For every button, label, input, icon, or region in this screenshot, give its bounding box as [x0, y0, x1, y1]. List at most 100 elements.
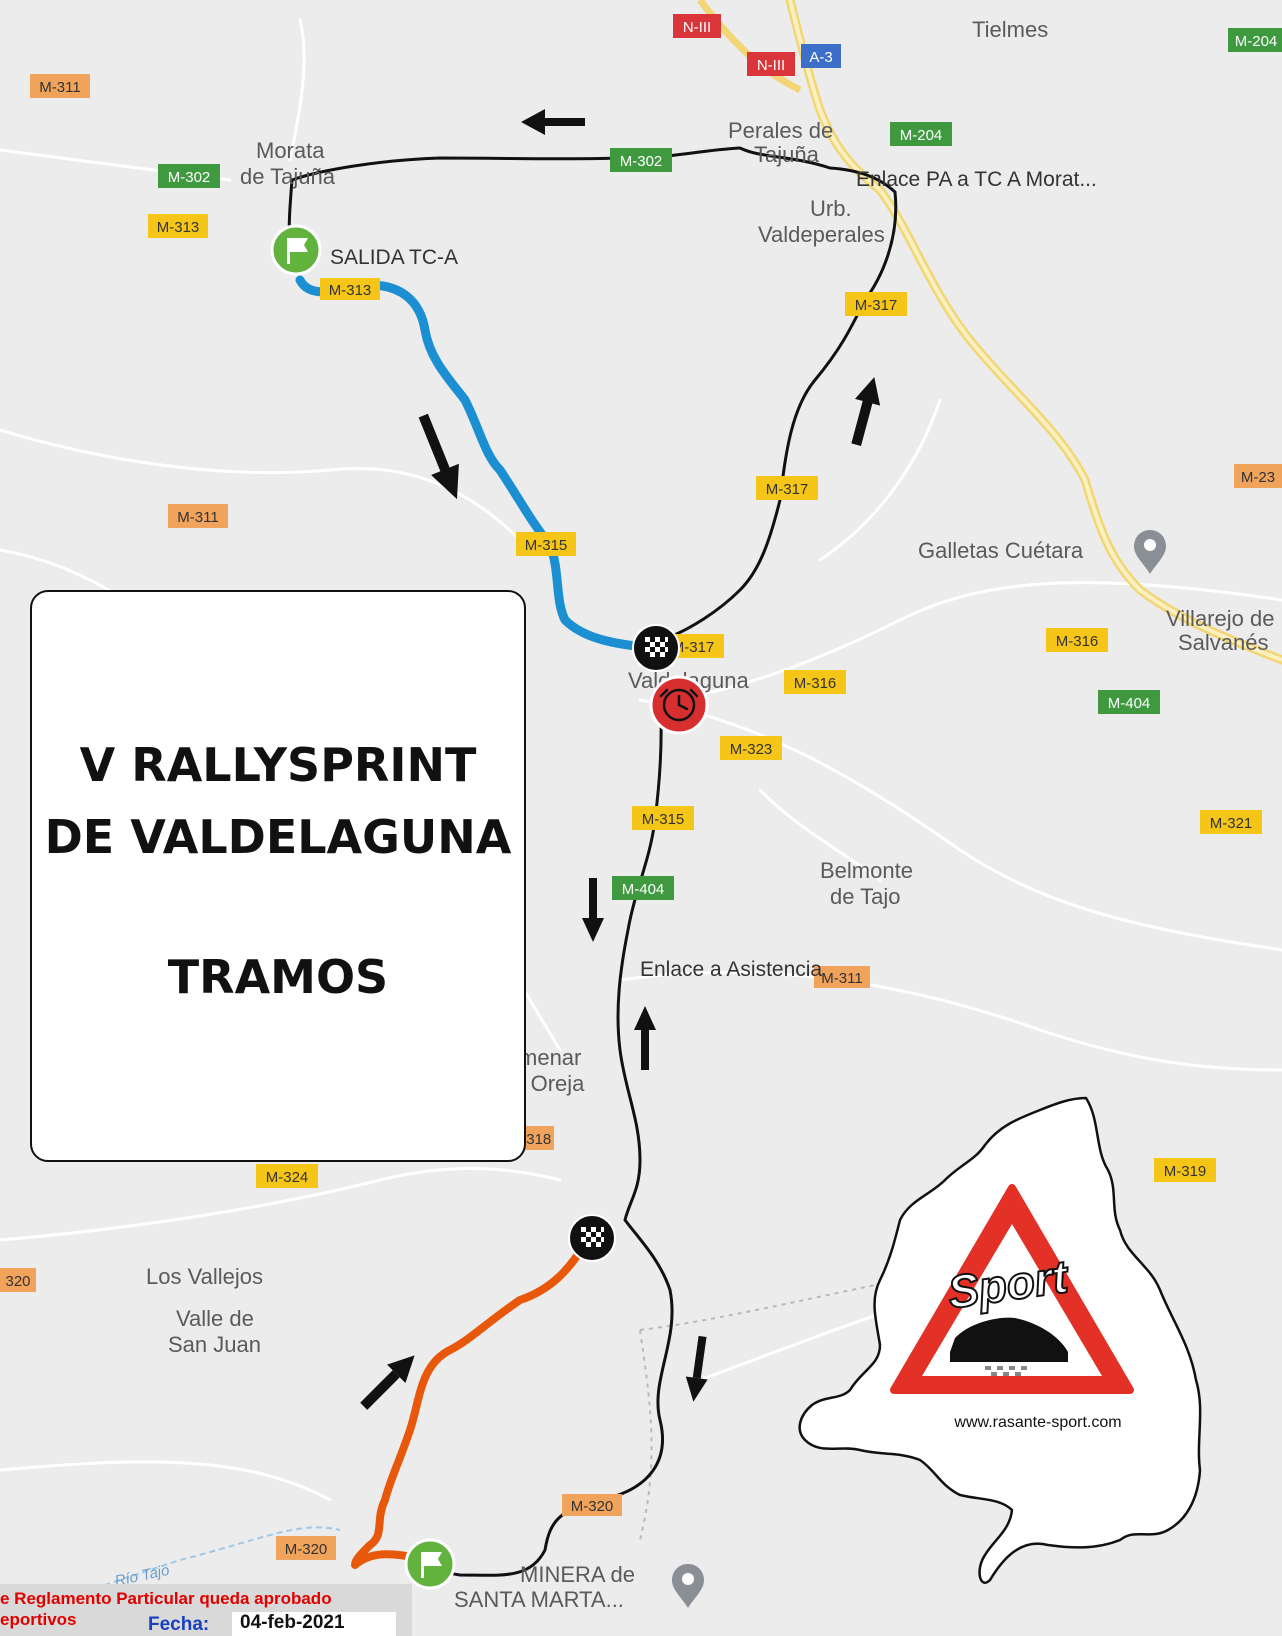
link-route-south	[418, 699, 674, 1577]
road-label-m321: M-321	[1200, 810, 1262, 834]
start-flag-icon[interactable]	[270, 224, 322, 276]
place-los-vallejos: Los Vallejos	[146, 1264, 263, 1289]
road-label-n3: N-III	[673, 14, 721, 38]
place-morata: de Tajuña	[240, 164, 336, 189]
place-villarejo: Salvanés	[1178, 630, 1269, 655]
arrow-north	[851, 377, 881, 446]
place-tielmes: Tielmes	[972, 17, 1048, 42]
svg-text:N-III: N-III	[683, 19, 711, 36]
start-flag-icon[interactable]	[404, 1538, 456, 1590]
svg-text:M-313: M-313	[157, 219, 200, 236]
arrow-down	[685, 1335, 708, 1402]
road-label-m313: M-313	[148, 214, 208, 238]
road-label-m317: M-317	[756, 476, 818, 500]
svg-text:M-311: M-311	[821, 970, 862, 987]
stamp-date-value: 04-feb-2021	[232, 1612, 396, 1636]
place-villarejo: Villarejo de	[1166, 606, 1274, 631]
svg-text:M-319: M-319	[1164, 1163, 1207, 1180]
road-label-m316: M-316	[1046, 628, 1108, 652]
road-label-m311: M-311	[168, 504, 228, 528]
road-label-m204: M-204	[890, 122, 952, 146]
road-label-m315: M-315	[516, 532, 576, 556]
place-valle-de-san-juan: Valle de	[176, 1306, 254, 1331]
arrow-southeast	[418, 413, 459, 500]
svg-text:M-317: M-317	[672, 639, 715, 656]
place-morata: Morata	[256, 138, 325, 163]
road-label-m404: M-404	[1098, 690, 1160, 714]
road-label-m324: M-324	[256, 1164, 318, 1188]
svg-text:M-317: M-317	[855, 297, 898, 314]
title-line-2: DE VALDELAGUNA	[44, 810, 512, 864]
road-label-m204: M-204	[1228, 28, 1282, 52]
place-urb: Urb.	[810, 196, 852, 221]
place-valle-de-san-juan: San Juan	[168, 1332, 261, 1357]
road-label-m316: M-316	[784, 670, 846, 694]
road-label-m320: 320	[0, 1268, 36, 1292]
svg-text:M-320: M-320	[571, 1498, 614, 1515]
map-pin-icon[interactable]	[1134, 530, 1166, 574]
finish-flag-icon[interactable]	[568, 1214, 616, 1262]
svg-text:M-302: M-302	[168, 169, 211, 186]
logo-url: www.rasante-sport.com	[953, 1414, 1121, 1431]
place-perales: Perales de	[728, 118, 833, 143]
stamp-date-label: Fecha:	[148, 1614, 210, 1635]
road-label-m302: M-302	[158, 164, 220, 188]
road-label-m323: M-323	[720, 736, 782, 760]
time-control-clock-icon[interactable]	[649, 675, 709, 735]
svg-text:M-323: M-323	[730, 741, 773, 758]
svg-text:M-311: M-311	[177, 509, 218, 526]
label-salida-tc-a: SALIDA TC-A	[330, 246, 458, 269]
speed-bump-icon	[950, 1317, 1068, 1352]
highway-n3	[697, 0, 802, 94]
road-label-m302: M-302	[610, 148, 672, 172]
title-line-1: V RALLYSPRINT	[79, 738, 477, 792]
arrow-west	[521, 109, 585, 135]
road-label-m315: M-315	[632, 806, 694, 830]
road-label-m320: M-320	[562, 1494, 622, 1516]
road-label-m23: M-23	[1234, 464, 1282, 488]
stage-b-route	[351, 1236, 591, 1569]
stamp-text-1: e Reglamento Particular queda aprobado	[0, 1589, 332, 1608]
road-label-m317: M-317	[845, 292, 907, 316]
svg-text:M-204: M-204	[1235, 33, 1278, 50]
label-enlace-asistencia: Enlace a Asistencia	[640, 958, 822, 981]
place-minera: MINERA de	[520, 1562, 635, 1587]
svg-text:M-302: M-302	[620, 153, 663, 170]
svg-text:320: 320	[5, 1273, 30, 1290]
svg-text:M-317: M-317	[766, 481, 809, 498]
svg-text:N-III: N-III	[757, 57, 785, 74]
svg-text:M-316: M-316	[1056, 633, 1099, 650]
map-pin-icon[interactable]	[672, 1564, 704, 1608]
label-enlace-pa: Enlace PA a TC A Morat...	[856, 168, 1097, 191]
road-label-m311: M-311	[30, 74, 90, 98]
place-valdeperales: Valdeperales	[758, 222, 885, 247]
municipal-boundary	[639, 1279, 901, 1331]
svg-text:M-23: M-23	[1241, 469, 1275, 486]
road-label-m313: M-313	[320, 278, 380, 300]
arrow-up	[634, 1006, 656, 1070]
svg-text:M-321: M-321	[1210, 815, 1253, 832]
svg-text:M-315: M-315	[525, 537, 568, 554]
svg-text:M-204: M-204	[900, 127, 943, 144]
road-label-m311: M-311	[814, 966, 870, 988]
road-label-m319: M-319	[1154, 1158, 1216, 1182]
place-belmonte: Belmonte	[820, 858, 913, 883]
svg-text:M-324: M-324	[266, 1169, 309, 1186]
place-perales: Tajuña	[754, 142, 820, 167]
finish-flag-icon[interactable]	[632, 624, 680, 672]
svg-text:M-315: M-315	[642, 811, 685, 828]
link-route-north	[287, 146, 898, 642]
road-label-a3: A-3	[801, 44, 841, 68]
title-box: V RALLYSPRINT DE VALDELAGUNA TRAMOS	[30, 590, 526, 1162]
place-belmonte: de Tajo	[830, 884, 901, 909]
road-label-m404: M-404	[612, 876, 674, 900]
road-label-m320: M-320	[276, 1536, 336, 1560]
svg-text:M-404: M-404	[622, 881, 665, 898]
place-galletas-cuetara: Galletas Cuétara	[918, 538, 1084, 563]
svg-text:A-3: A-3	[809, 49, 832, 66]
rasante-sport-logo: Sport www.rasante-sport.com	[798, 1096, 1202, 1584]
approval-stamp: e Reglamento Particular queda aprobado e…	[0, 1584, 412, 1636]
direction-arrows	[360, 109, 881, 1410]
svg-text:M-313: M-313	[329, 282, 372, 299]
arrow-south	[582, 878, 604, 942]
